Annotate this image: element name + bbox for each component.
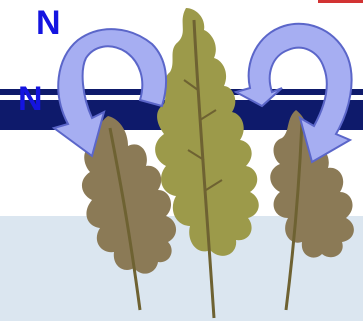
top-n-label: N (36, 4, 61, 42)
mid-n-label: N (18, 80, 43, 118)
corner-mark (318, 0, 363, 3)
